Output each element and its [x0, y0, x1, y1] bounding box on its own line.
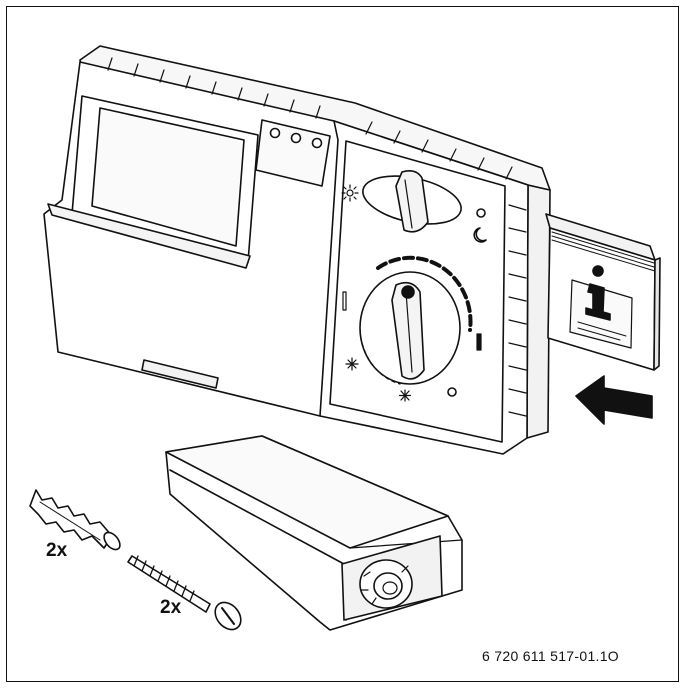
side-vent-ribs [508, 204, 527, 417]
screw-quantity-label: 2x [160, 597, 182, 618]
wall-plug [29, 489, 121, 551]
dial-marker [401, 285, 415, 299]
mode-selector-knob[interactable] [359, 168, 466, 233]
snowflake-icon [345, 357, 359, 371]
low-temp-icon [342, 291, 347, 311]
figure-reference-code: 6 720 611 517-01.1O [482, 648, 619, 664]
sun-icon [341, 184, 359, 202]
display-window [91, 107, 245, 247]
dowel-quantity-label: 2x [46, 540, 68, 561]
figure-frame [6, 6, 679, 682]
info-icon [569, 265, 633, 349]
room-controller-unit [43, 45, 551, 455]
arrow-left-icon [575, 375, 653, 425]
mode-indicator-dot [476, 208, 486, 218]
mounting-base [165, 435, 463, 631]
indicator-dot [311, 137, 323, 149]
top-vent-ribs [107, 57, 513, 180]
cable-gland [359, 559, 413, 609]
bottom-slot [141, 359, 219, 389]
indicator-dot [290, 132, 302, 144]
info-booklet [545, 213, 661, 371]
temperature-dial[interactable] [359, 255, 473, 385]
wood-screw [127, 555, 242, 631]
indicator-dot [269, 127, 281, 139]
dial-indicator-dot [447, 387, 457, 397]
moon-icon [473, 227, 487, 243]
snowflake-icon [398, 389, 412, 402]
high-temp-icon [476, 333, 482, 351]
